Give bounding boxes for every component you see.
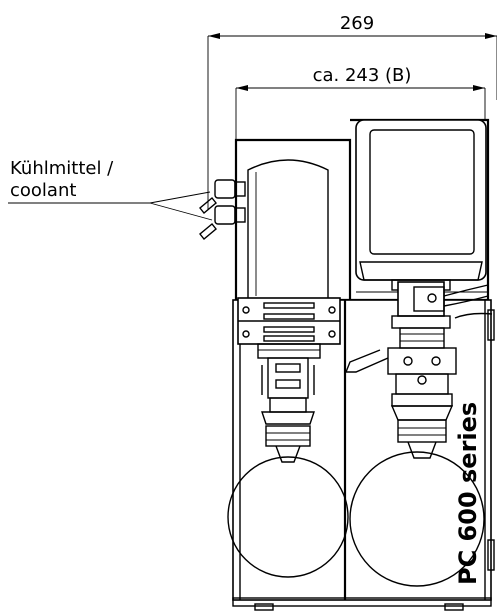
- dimension-243-label: ca. 243 (B): [313, 65, 412, 86]
- coolant-label: Kühlmittel / coolant: [8, 158, 213, 221]
- right-flask-assembly: [344, 347, 485, 587]
- controller-display: [355, 119, 488, 293]
- pump-housing: [232, 118, 495, 611]
- dimension-269-label: 269: [340, 13, 374, 34]
- dimension-body-width: ca. 243 (B): [235, 65, 486, 140]
- dimension-overall-width: 269: [207, 13, 497, 210]
- valve-block: [391, 279, 493, 349]
- coolant-label-line2: coolant: [10, 180, 76, 201]
- separator-cylinder: [237, 159, 341, 359]
- left-flask-assembly: [227, 357, 349, 578]
- coolant-label-line1: Kühlmittel /: [10, 158, 114, 179]
- series-label: PC 600 series: [454, 402, 482, 585]
- coolant-connectors: [199, 179, 246, 240]
